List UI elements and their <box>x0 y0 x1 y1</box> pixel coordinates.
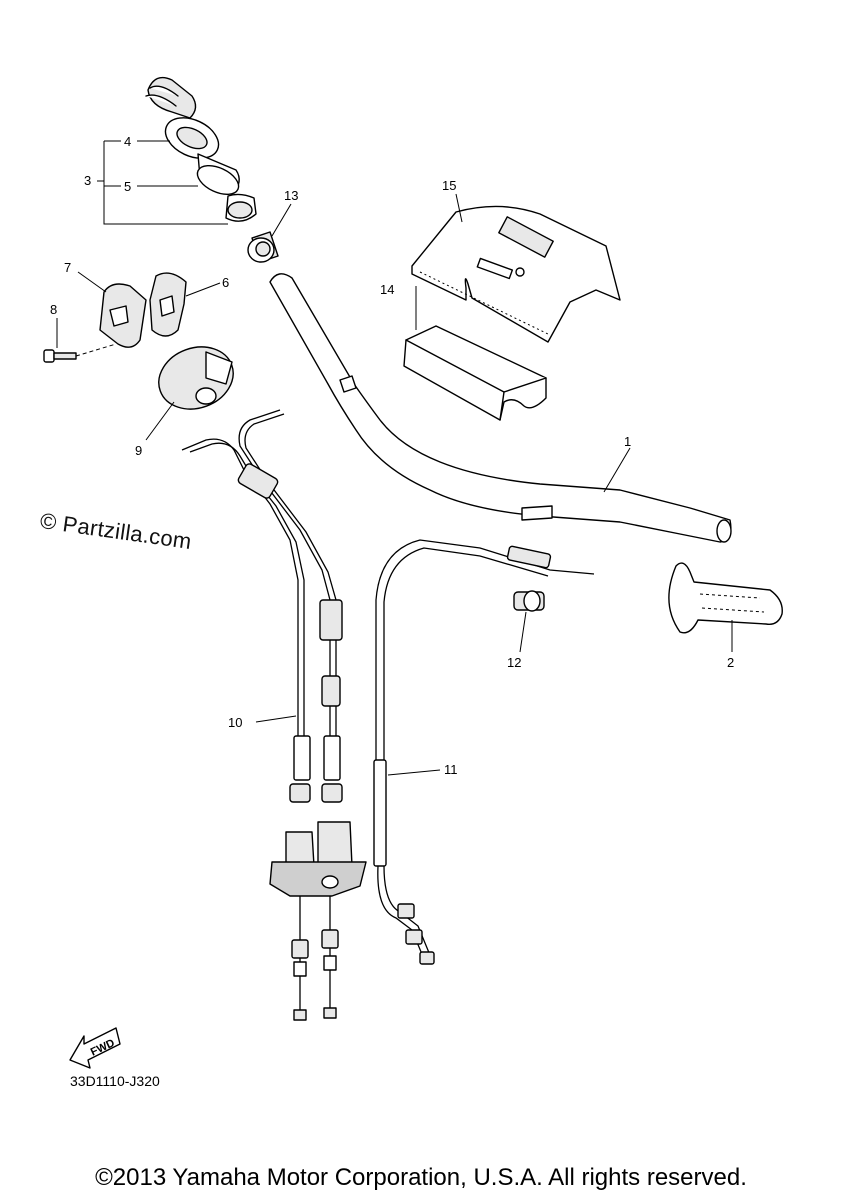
diagram-code: 33D1110-J320 <box>70 1073 160 1089</box>
part-screw[interactable] <box>43 349 77 363</box>
part-adjuster[interactable] <box>513 590 545 612</box>
callout-4: 4 <box>124 134 131 149</box>
part-throttle-cover[interactable] <box>150 337 242 419</box>
callout-10: 10 <box>228 715 242 730</box>
part-clutch-cable[interactable] <box>373 539 595 965</box>
part-handlebar-pad[interactable] <box>403 325 547 421</box>
part-front-cover[interactable] <box>411 205 621 343</box>
callout-3: 3 <box>84 173 91 188</box>
part-housing-half-7[interactable] <box>99 283 147 348</box>
copyright-notice: ©2013 Yamaha Motor Corporation, U.S.A. A… <box>95 1164 747 1191</box>
part-housing-half-6[interactable] <box>149 272 187 337</box>
part-handlebar[interactable] <box>269 273 732 543</box>
callout-8: 8 <box>50 302 57 317</box>
callout-6: 6 <box>222 275 229 290</box>
callout-1: 1 <box>624 434 631 449</box>
callout-numbers: 1 2 3 4 5 6 7 8 9 10 11 12 13 14 15 <box>50 134 734 777</box>
fwd-arrow-icon: FWD <box>69 1027 121 1069</box>
part-throttle-grip[interactable] <box>145 76 257 222</box>
callout-7: 7 <box>64 260 71 275</box>
part-throttle-cables[interactable] <box>181 409 367 1021</box>
callout-14: 14 <box>380 282 394 297</box>
callout-12: 12 <box>507 655 521 670</box>
callout-11: 11 <box>444 762 458 777</box>
callout-15: 15 <box>442 178 456 193</box>
callout-5: 5 <box>124 179 131 194</box>
callout-13: 13 <box>284 188 298 203</box>
callout-9: 9 <box>135 443 142 458</box>
callout-2: 2 <box>727 655 734 670</box>
part-collar[interactable] <box>247 231 279 263</box>
leader-lines <box>56 140 733 776</box>
part-left-grip[interactable] <box>668 562 783 634</box>
